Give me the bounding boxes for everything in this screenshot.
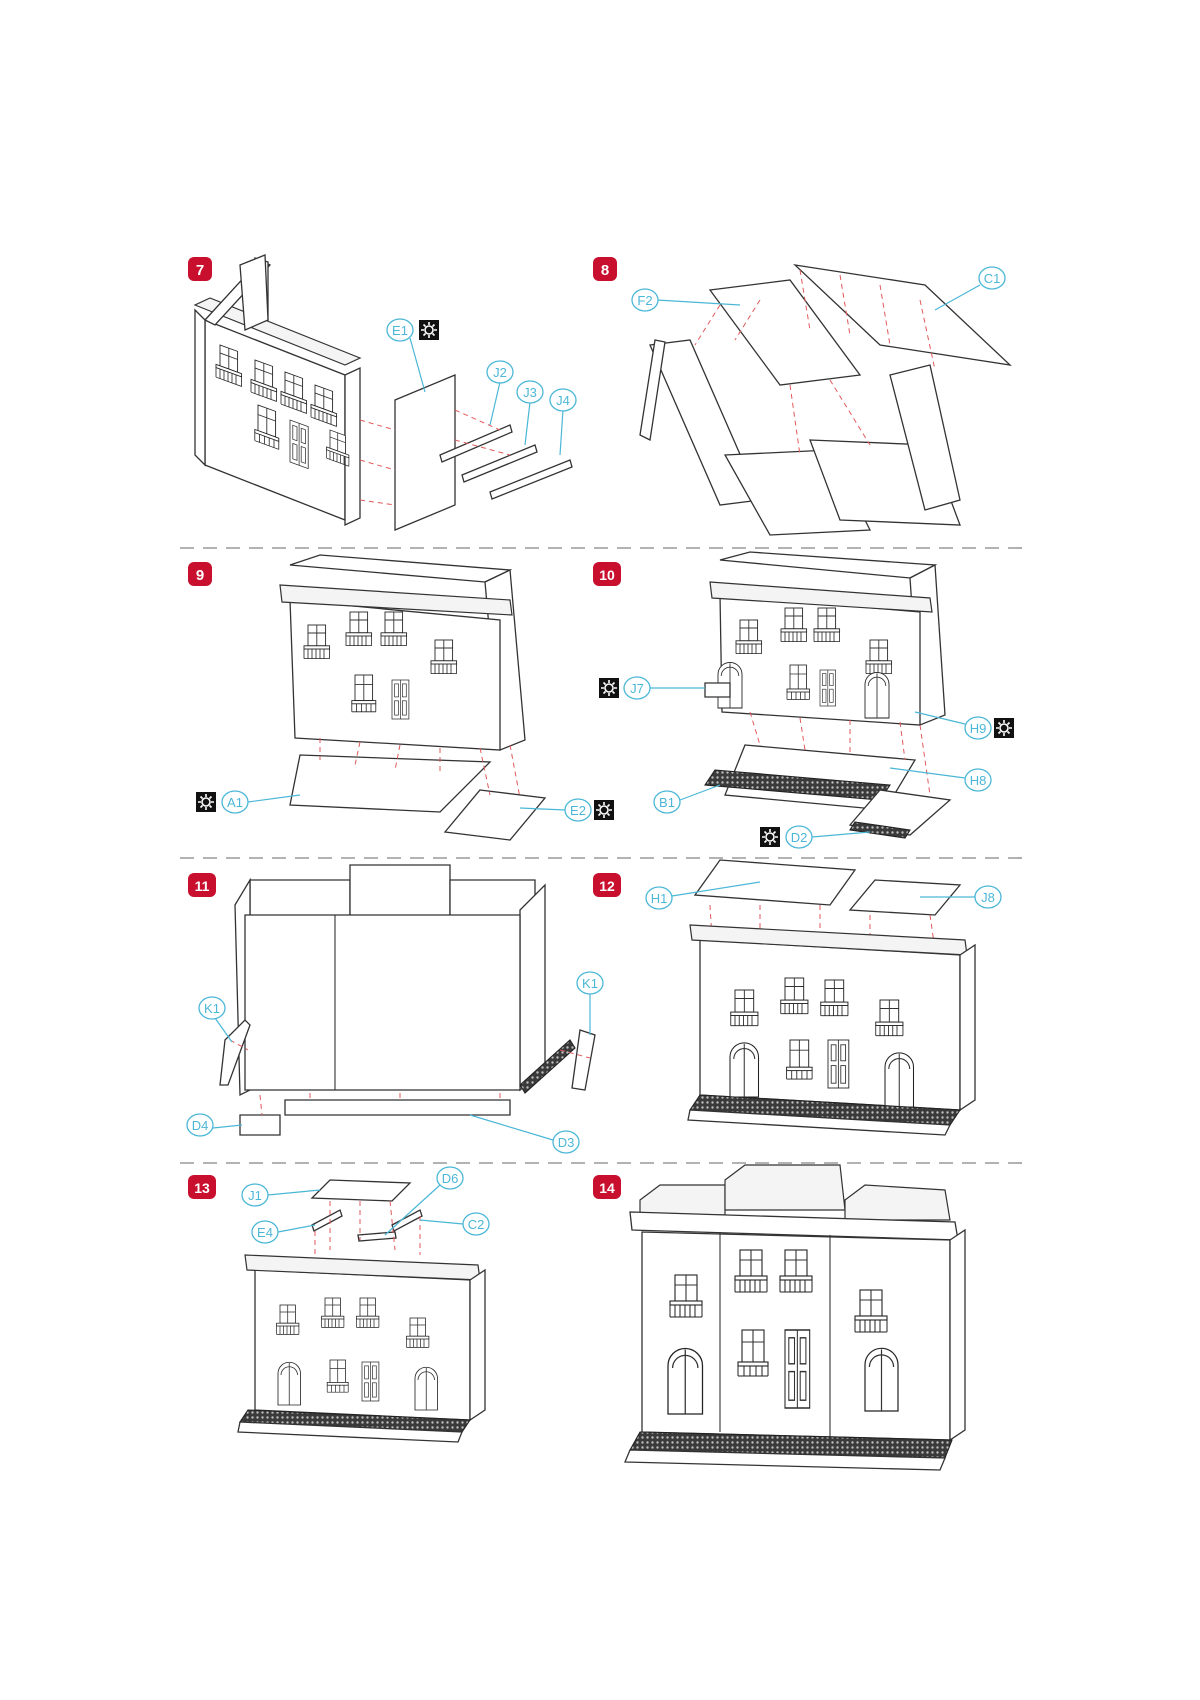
step-10-illustration: J7 H9 H8 B1 D2	[598, 551, 1015, 849]
label-e1-text: E1	[392, 323, 408, 338]
part-d6	[357, 1231, 397, 1242]
part-k1-right	[571, 1029, 596, 1091]
label-j3-text: J3	[523, 385, 537, 400]
label-c1-text: C1	[984, 271, 1001, 286]
label-b1-text: B1	[659, 795, 675, 810]
label-f2-text: F2	[637, 293, 652, 308]
label-d4: D4	[186, 1113, 214, 1137]
step-badge-11: 11	[188, 873, 216, 897]
label-k1-right-text: K1	[582, 976, 598, 991]
label-h9: H9	[964, 716, 992, 740]
label-j4-text: J4	[556, 393, 570, 408]
label-j1-text: J1	[248, 1188, 262, 1203]
label-c2-text: C2	[468, 1217, 485, 1232]
step-7-illustration: E1 J2 J3 J4	[193, 254, 577, 531]
step-number-12: 12	[599, 878, 615, 894]
part-j1	[310, 1179, 412, 1202]
label-a1-text: A1	[227, 795, 243, 810]
step-number-14: 14	[599, 1180, 615, 1196]
part-j3	[461, 444, 538, 483]
label-k1-right: K1	[576, 971, 604, 995]
step-number-10: 10	[599, 567, 615, 583]
label-d3: D3	[552, 1130, 580, 1154]
label-j2-text: J2	[493, 365, 507, 380]
part-j8	[848, 879, 962, 916]
step-number-11: 11	[195, 878, 210, 894]
label-h1: H1	[645, 886, 673, 910]
label-j7-text: J7	[630, 681, 644, 696]
step-number-9: 9	[196, 567, 204, 584]
part-e1	[394, 374, 456, 531]
label-j1: J1	[241, 1183, 269, 1207]
part-j2	[439, 424, 513, 463]
label-h1-text: H1	[651, 891, 668, 906]
label-j7: J7	[623, 676, 651, 700]
label-e4-text: E4	[257, 1225, 273, 1240]
part-d4	[239, 1114, 281, 1136]
glue-icon	[418, 319, 440, 341]
step-8-illustration: F2 C1	[631, 264, 1012, 536]
label-c1: C1	[978, 266, 1006, 290]
step-number-8: 8	[601, 262, 609, 279]
step-14-illustration	[624, 1164, 966, 1471]
part-h1	[693, 859, 857, 906]
step-number-13: 13	[194, 1180, 210, 1196]
label-d2: D2	[785, 825, 813, 849]
step-13-illustration: J1 D6 E4 C2	[237, 1166, 490, 1443]
label-h8-text: H8	[970, 773, 987, 788]
part-c2	[391, 1209, 423, 1232]
step-badge-12: 12	[593, 873, 621, 897]
part-d2	[848, 789, 952, 836]
label-k1-left: K1	[198, 996, 226, 1020]
label-j8-text: J8	[981, 890, 995, 905]
step-badge-10: 10	[593, 562, 621, 586]
label-j8: J8	[974, 885, 1002, 909]
label-j2: J2	[486, 360, 514, 384]
label-d4-text: D4	[192, 1118, 209, 1133]
label-d6: D6	[436, 1166, 464, 1190]
step-badge-9: 9	[188, 562, 212, 586]
label-j3: J3	[516, 380, 544, 404]
label-c2: C2	[462, 1212, 490, 1236]
part-k1-left	[219, 1019, 251, 1086]
step-badge-13: 13	[188, 1175, 216, 1199]
label-j4: J4	[549, 388, 577, 412]
label-b1: B1	[653, 790, 681, 814]
step-11-illustration: K1 K1 D4 D3	[186, 864, 604, 1154]
label-h8: H8	[964, 768, 992, 792]
label-d2-text: D2	[791, 830, 808, 845]
part-j4	[489, 459, 573, 500]
part-j7	[704, 682, 731, 698]
step-badge-14: 14	[593, 1175, 621, 1199]
part-e4	[311, 1209, 343, 1232]
label-d3-text: D3	[558, 1135, 575, 1150]
part-d3	[284, 1099, 511, 1116]
label-d6-text: D6	[442, 1171, 459, 1186]
label-f2: F2	[631, 288, 659, 312]
label-e2-text: E2	[570, 803, 586, 818]
step-number-7: 7	[196, 262, 204, 279]
label-e1: E1	[386, 318, 414, 342]
label-e2: E2	[564, 798, 592, 822]
label-e4: E4	[251, 1220, 279, 1244]
label-h9-text: H9	[970, 721, 987, 736]
step-badge-8: 8	[593, 257, 617, 281]
label-a1: A1	[221, 790, 249, 814]
step-badge-7: 7	[188, 257, 212, 281]
part-c1	[793, 264, 1012, 366]
part-a1	[289, 754, 492, 813]
label-k1-left-text: K1	[204, 1001, 220, 1016]
step-12-illustration: H1 J8	[645, 859, 1002, 1136]
part-f2	[708, 279, 862, 386]
step-9-illustration: A1 E2	[195, 554, 615, 841]
part-e2	[443, 789, 547, 841]
